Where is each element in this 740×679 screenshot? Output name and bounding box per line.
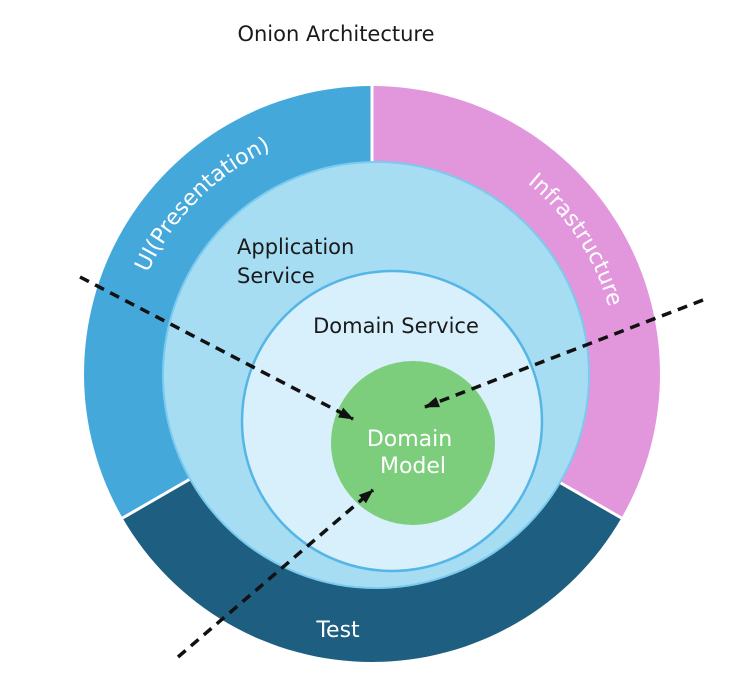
application-service-label: Application Service: [237, 235, 361, 288]
test-label: Test: [315, 618, 360, 643]
dependency-arrow-left: [79, 275, 354, 421]
domain-model-circle: [331, 361, 495, 525]
domain-model-label: Domain Model: [367, 427, 459, 479]
domain-service-label: Domain Service: [313, 314, 479, 338]
diagram-title: Onion Architecture: [237, 22, 434, 46]
dependency-arrow-bottom: [176, 488, 375, 659]
